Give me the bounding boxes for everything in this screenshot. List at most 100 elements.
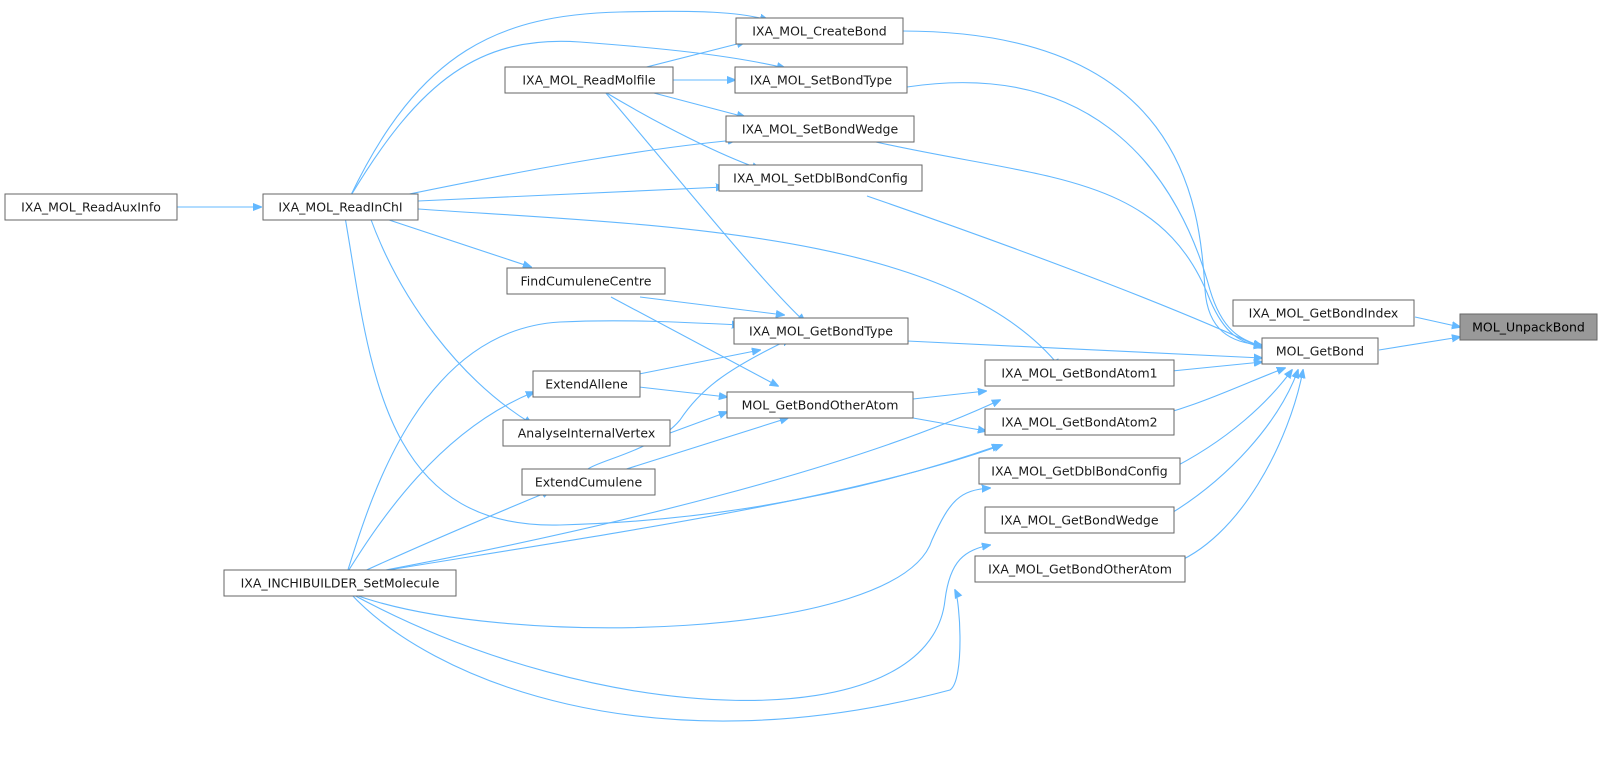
node-box xyxy=(984,359,1175,387)
node-label: MOL_GetBond xyxy=(1276,344,1364,359)
edge-builder-to-atom2 xyxy=(369,445,1002,574)
edge-readinchi-to-setbondwedge xyxy=(394,140,736,198)
node-label: IXA_MOL_SetDblBondConfig xyxy=(733,171,908,186)
node-box xyxy=(735,17,904,45)
edge-readinchi-to-atom2 xyxy=(344,216,1000,526)
node-createbond[interactable]: IXA_MOL_CreateBond xyxy=(735,17,904,45)
edge-readmolfile-to-setbondwedge xyxy=(649,91,745,117)
node-label: IXA_MOL_ReadAuxInfo xyxy=(21,200,161,215)
edge-setdbl-to-getbond xyxy=(866,195,1262,348)
node-box xyxy=(984,408,1175,436)
node-findcum[interactable]: FindCumuleneCentre xyxy=(506,267,666,295)
node-box xyxy=(984,506,1175,534)
edge-findcum-to-getbondtype xyxy=(639,296,784,315)
node-getbond[interactable]: MOL_GetBond xyxy=(1261,337,1379,365)
node-getdbl[interactable]: IXA_MOL_GetDblBondConfig xyxy=(978,457,1181,485)
node-label: IXA_INCHIBUILDER_SetMolecule xyxy=(241,576,440,591)
edge-readmolfile-to-setdbl xyxy=(604,91,760,169)
edge-extcum-to-getbondtype xyxy=(587,339,790,470)
node-unpack[interactable]: MOL_UnpackBond xyxy=(1459,313,1598,341)
node-label: IXA_MOL_GetBondIndex xyxy=(1249,306,1399,321)
node-label: IXA_MOL_GetBondWedge xyxy=(1000,513,1158,528)
node-box xyxy=(4,193,178,221)
node-label: IXA_MOL_GetBondAtom2 xyxy=(1001,415,1157,430)
node-box xyxy=(1459,313,1598,341)
node-box xyxy=(1232,299,1415,327)
node-label: IXA_MOL_SetBondWedge xyxy=(742,122,899,137)
node-getbondindex[interactable]: IXA_MOL_GetBondIndex xyxy=(1232,299,1415,327)
node-atom2[interactable]: IXA_MOL_GetBondAtom2 xyxy=(984,408,1175,436)
edge-builder-to-getbondtype xyxy=(346,320,740,574)
node-box xyxy=(532,370,641,398)
edge-builder-to-extallene xyxy=(346,392,534,574)
node-label: IXA_MOL_GetBondAtom1 xyxy=(1001,366,1157,381)
node-box xyxy=(733,317,909,345)
node-molother[interactable]: MOL_GetBondOtherAtom xyxy=(726,391,914,419)
node-extallene[interactable]: ExtendAllene xyxy=(532,370,641,398)
edge-readmolfile-to-createbond xyxy=(634,42,745,71)
node-box xyxy=(506,267,666,295)
node-box xyxy=(521,468,656,496)
node-label: MOL_UnpackBond xyxy=(1472,320,1585,335)
node-extcum[interactable]: ExtendCumulene xyxy=(521,468,656,496)
edge-analyse-to-molother xyxy=(669,412,727,434)
node-readaux[interactable]: IXA_MOL_ReadAuxInfo xyxy=(4,193,178,221)
node-readinchi[interactable]: IXA_MOL_ReadInChI xyxy=(262,193,419,221)
node-setbondtype[interactable]: IXA_MOL_SetBondType xyxy=(734,66,908,94)
edge-extallene-to-getbondtype xyxy=(638,350,760,375)
node-box xyxy=(734,66,908,94)
node-box xyxy=(223,569,457,597)
node-label: IXA_MOL_GetBondOtherAtom xyxy=(988,562,1172,577)
node-box xyxy=(262,193,419,221)
edge-readmolfile-to-getbondtype xyxy=(604,91,805,322)
node-box xyxy=(978,457,1181,485)
edge-builder-to-getwedge xyxy=(349,545,990,701)
node-box xyxy=(1261,337,1379,365)
edge-findcum-to-molother xyxy=(610,296,778,386)
node-label: FindCumuleneCentre xyxy=(521,274,652,289)
node-label: MOL_GetBondOtherAtom xyxy=(742,398,899,413)
node-analyse[interactable]: AnalyseInternalVertex xyxy=(502,419,671,447)
node-box xyxy=(504,66,674,94)
edge-setbondtype-to-getbond xyxy=(906,82,1262,346)
node-label: IXA_MOL_GetBondType xyxy=(749,324,893,339)
node-setdbl[interactable]: IXA_MOL_SetDblBondConfig xyxy=(718,164,923,192)
node-box xyxy=(725,115,915,143)
edge-ixaother-to-getbond xyxy=(1169,370,1303,566)
edge-readinchi-to-setbondtype xyxy=(349,40,785,198)
node-label: IXA_MOL_SetBondType xyxy=(750,73,893,88)
edge-molother-to-atom1 xyxy=(912,391,986,400)
node-label: IXA_MOL_GetDblBondConfig xyxy=(991,464,1167,479)
node-box xyxy=(726,391,914,419)
edge-builder-to-ixaother xyxy=(349,590,960,722)
edge-getbondindex-to-unpack xyxy=(1414,316,1460,327)
edge-extcum-to-molother xyxy=(616,418,788,473)
node-box xyxy=(502,419,671,447)
edge-createbond-to-getbond xyxy=(901,30,1262,345)
node-label: IXA_MOL_CreateBond xyxy=(752,24,887,39)
edge-builder-to-getdbl xyxy=(349,488,990,629)
edge-readinchi-to-analyse xyxy=(369,216,532,424)
node-box xyxy=(718,164,923,192)
node-label: ExtendCumulene xyxy=(535,475,643,490)
node-getbondtype[interactable]: IXA_MOL_GetBondType xyxy=(733,317,909,345)
node-label: IXA_MOL_ReadMolfile xyxy=(522,73,656,88)
edge-atom1-to-getbond xyxy=(1171,362,1262,372)
node-builder[interactable]: IXA_INCHIBUILDER_SetMolecule xyxy=(223,569,457,597)
node-ixaother[interactable]: IXA_MOL_GetBondOtherAtom xyxy=(974,555,1186,583)
edge-getbond-to-unpack xyxy=(1378,337,1460,351)
edge-builder-to-extcum xyxy=(359,491,550,574)
edge-readinchi-to-atom1 xyxy=(417,208,1060,367)
edge-getwedge-to-getbond xyxy=(1159,370,1298,521)
edge-readinchi-to-findcum xyxy=(379,216,531,267)
edge-getdbl-to-getbond xyxy=(1164,370,1292,473)
node-label: AnalyseInternalVertex xyxy=(518,426,656,441)
node-atom1[interactable]: IXA_MOL_GetBondAtom1 xyxy=(984,359,1175,387)
node-box xyxy=(974,555,1186,583)
node-setbondwedge[interactable]: IXA_MOL_SetBondWedge xyxy=(725,115,915,143)
node-getwedge[interactable]: IXA_MOL_GetBondWedge xyxy=(984,506,1175,534)
node-readmolfile[interactable]: IXA_MOL_ReadMolfile xyxy=(504,66,674,94)
node-label: IXA_MOL_ReadInChI xyxy=(278,200,402,215)
node-label: ExtendAllene xyxy=(545,377,628,392)
